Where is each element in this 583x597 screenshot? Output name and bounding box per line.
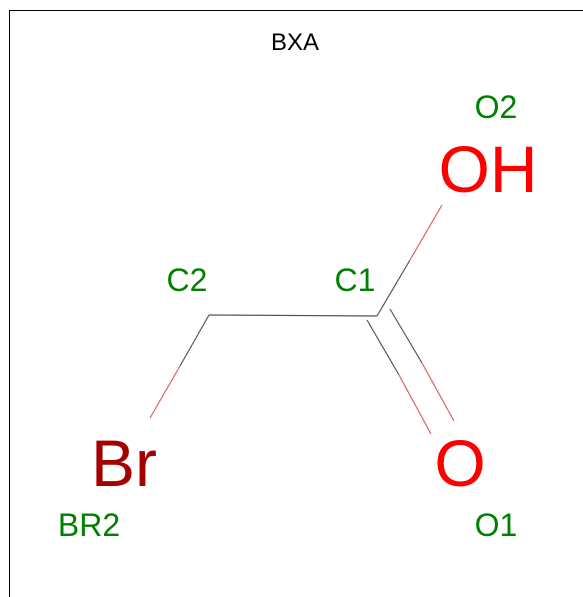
bond-c2-br-red	[149, 365, 181, 419]
bond-c1-o2-red	[409, 204, 443, 261]
bond-c1-o2-grey	[376, 259, 411, 317]
bond-c2-c1	[208, 314, 378, 317]
atom-label-c1: C1	[335, 262, 376, 298]
bond-c1-o1-b-grey	[389, 308, 423, 364]
element-br: Br	[91, 426, 157, 500]
bonds	[149, 204, 455, 435]
atom-label-br2: BR2	[58, 507, 120, 543]
molecule-title: BXA	[271, 29, 319, 56]
bond-c1-o1-a-red	[398, 374, 432, 435]
bond-c2-br-grey	[179, 314, 210, 367]
element-oh: OH	[439, 132, 538, 206]
element-o: O	[434, 426, 485, 500]
atom-label-o1: O1	[475, 507, 518, 543]
atom-label-o2: O2	[475, 89, 518, 125]
molecule-viewer	[9, 10, 583, 597]
bond-c1-o1-a-grey	[366, 319, 400, 376]
bond-c1-o1-b-red	[421, 362, 455, 422]
atom-label-c2: C2	[167, 262, 208, 298]
